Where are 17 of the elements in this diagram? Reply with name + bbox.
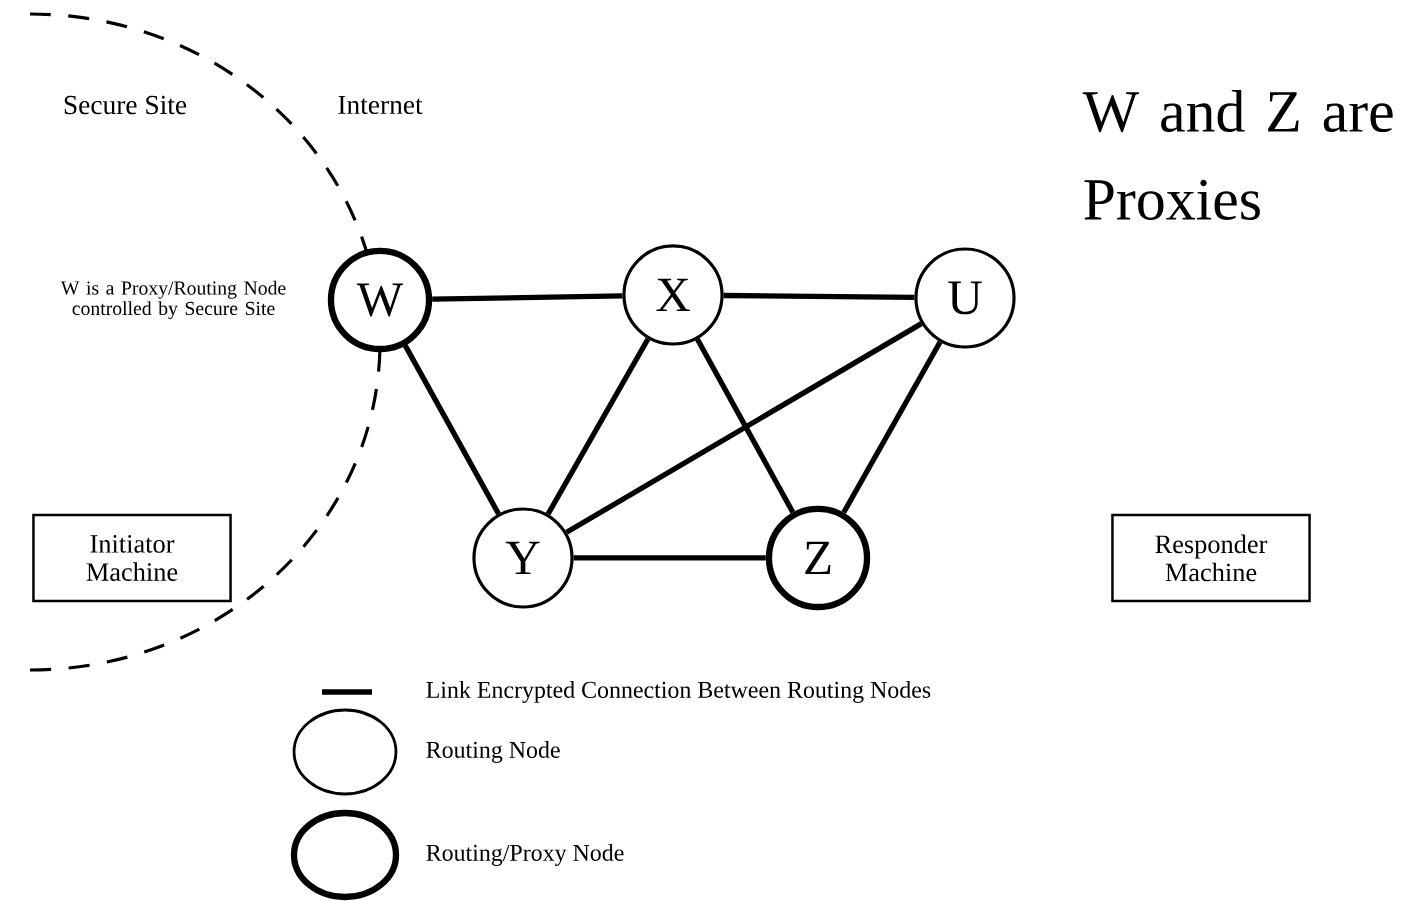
machine-box: Responder Machine bbox=[1111, 513, 1311, 603]
link-line bbox=[565, 321, 923, 535]
area-label: W and Z are Proxies bbox=[1082, 90, 1393, 220]
link-line bbox=[573, 555, 766, 561]
legend-item: Routing Node bbox=[292, 708, 560, 796]
link-line bbox=[841, 340, 943, 514]
link-line bbox=[723, 292, 915, 301]
area-label: Secure Site bbox=[64, 95, 187, 115]
area-label: Internet bbox=[338, 95, 423, 115]
link-line bbox=[695, 338, 796, 514]
node-note: W is a Proxy/Routing Node controlled by Secure Site bbox=[60, 280, 286, 320]
link-line bbox=[403, 344, 501, 515]
link-line bbox=[432, 293, 623, 302]
machine-box: Initiator Machine bbox=[32, 513, 232, 603]
legend-item: Routing/Proxy Node bbox=[290, 809, 624, 901]
legend-item: Link Encrypted Connection Between Routing Nodes bbox=[322, 681, 931, 703]
link-line bbox=[545, 337, 651, 516]
